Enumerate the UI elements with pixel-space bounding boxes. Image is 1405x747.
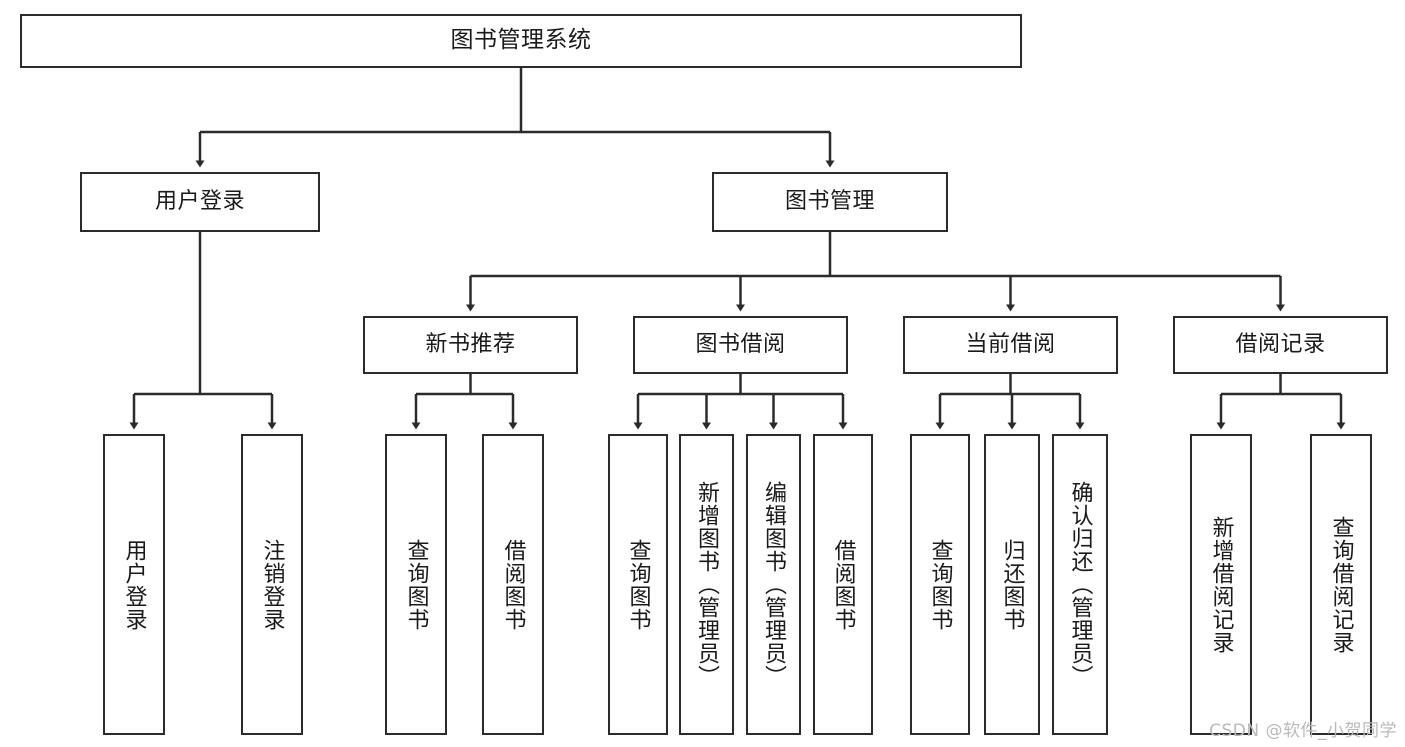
node-leaf-bb-query-book[interactable]: 查询图书 [608,434,668,735]
csdn-watermark: CSDN @软件_小贺同学 [1209,721,1397,741]
node-leaf-cb-return-book[interactable]: 归还图书 [984,434,1040,735]
node-label: 用户登录 [121,538,147,631]
node-label: 新增图书（管理员） [694,481,720,688]
node-leaf-cb-query-book[interactable]: 查询图书 [910,434,970,735]
node-leaf-bb-borrow-book[interactable]: 借阅图书 [813,434,873,735]
node-label: 确认归还（管理员） [1067,481,1093,688]
node-label: 编辑图书（管理员） [761,481,787,688]
node-leaf-rec-query-book[interactable]: 查询图书 [385,434,447,735]
node-label: 归还图书 [999,538,1025,631]
node-label: 借阅图书 [830,538,856,631]
node-label: 新增借阅记录 [1208,515,1234,654]
node-root-system[interactable]: 图书管理系统 [20,14,1022,68]
node-leaf-br-query-record[interactable]: 查询借阅记录 [1310,434,1372,735]
node-label: 查询图书 [403,538,429,631]
node-borrow-record[interactable]: 借阅记录 [1173,316,1388,374]
node-leaf-user-logout[interactable]: 注销登录 [241,434,303,735]
node-book-manage[interactable]: 图书管理 [712,172,948,232]
node-label: 查询图书 [927,538,953,631]
node-label: 查询图书 [625,538,651,631]
node-user-login[interactable]: 用户登录 [80,172,320,232]
node-leaf-br-add-record[interactable]: 新增借阅记录 [1190,434,1252,735]
node-leaf-rec-borrow-book[interactable]: 借阅图书 [482,434,544,735]
node-leaf-user-login[interactable]: 用户登录 [103,434,165,735]
node-leaf-cb-confirm-return[interactable]: 确认归还（管理员） [1052,434,1108,735]
node-label: 借阅图书 [500,538,526,631]
node-new-book-recommend[interactable]: 新书推荐 [363,316,578,374]
node-label: 查询借阅记录 [1328,515,1354,654]
node-current-borrow[interactable]: 当前借阅 [903,316,1118,374]
node-label: 注销登录 [259,538,285,631]
node-leaf-bb-add-book[interactable]: 新增图书（管理员） [679,434,734,735]
node-book-borrow[interactable]: 图书借阅 [633,316,848,374]
node-leaf-bb-edit-book[interactable]: 编辑图书（管理员） [746,434,801,735]
